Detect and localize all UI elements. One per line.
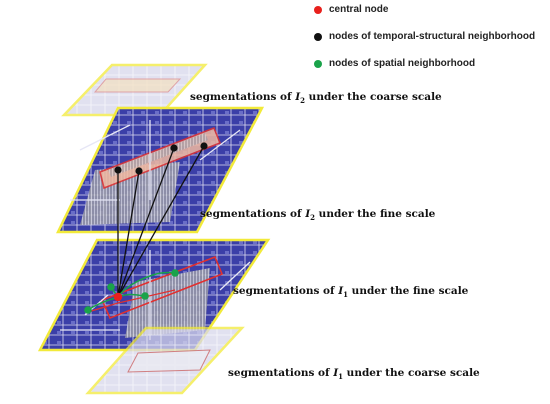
spatial-node-swatch <box>314 59 322 68</box>
spatial-node <box>84 306 92 314</box>
spatial-node <box>171 269 179 277</box>
temporal-node-swatch <box>314 32 322 41</box>
caption-i1-coarse: segmentations of I1 under the coarse sca… <box>228 367 480 382</box>
layer-i1-coarse <box>85 326 245 395</box>
central-node <box>113 292 123 302</box>
legend-central: central node <box>314 4 388 15</box>
temporal-nodes <box>114 142 208 175</box>
legend-spatial: nodes of spatial neighborhood <box>314 58 475 69</box>
temporal-edges <box>117 145 205 298</box>
caption-i1-fine: segmentations of I1 under the fine scale <box>233 285 469 300</box>
caption-i2-fine: segmentations of I2 under the fine scale <box>200 208 436 223</box>
central-node-swatch <box>314 5 322 14</box>
legend-temporal: nodes of temporal-structural neighborhoo… <box>314 31 535 42</box>
temporal-node <box>114 166 122 174</box>
spatial-node <box>141 292 149 300</box>
spatial-node <box>107 283 115 291</box>
temporal-node <box>170 144 178 152</box>
legend-central-label: central node <box>329 4 389 15</box>
spatial-nodes <box>84 269 179 314</box>
caption-i2-coarse: segmentations of I2 under the coarse sca… <box>190 91 442 106</box>
legend-spatial-label: nodes of spatial neighborhood <box>329 58 476 69</box>
temporal-node <box>200 142 208 150</box>
layer-i2-coarse <box>61 63 208 117</box>
layer-i2-fine <box>56 106 265 234</box>
legend-temporal-label: nodes of temporal-structural neighborhoo… <box>329 31 536 42</box>
temporal-node <box>135 167 143 175</box>
